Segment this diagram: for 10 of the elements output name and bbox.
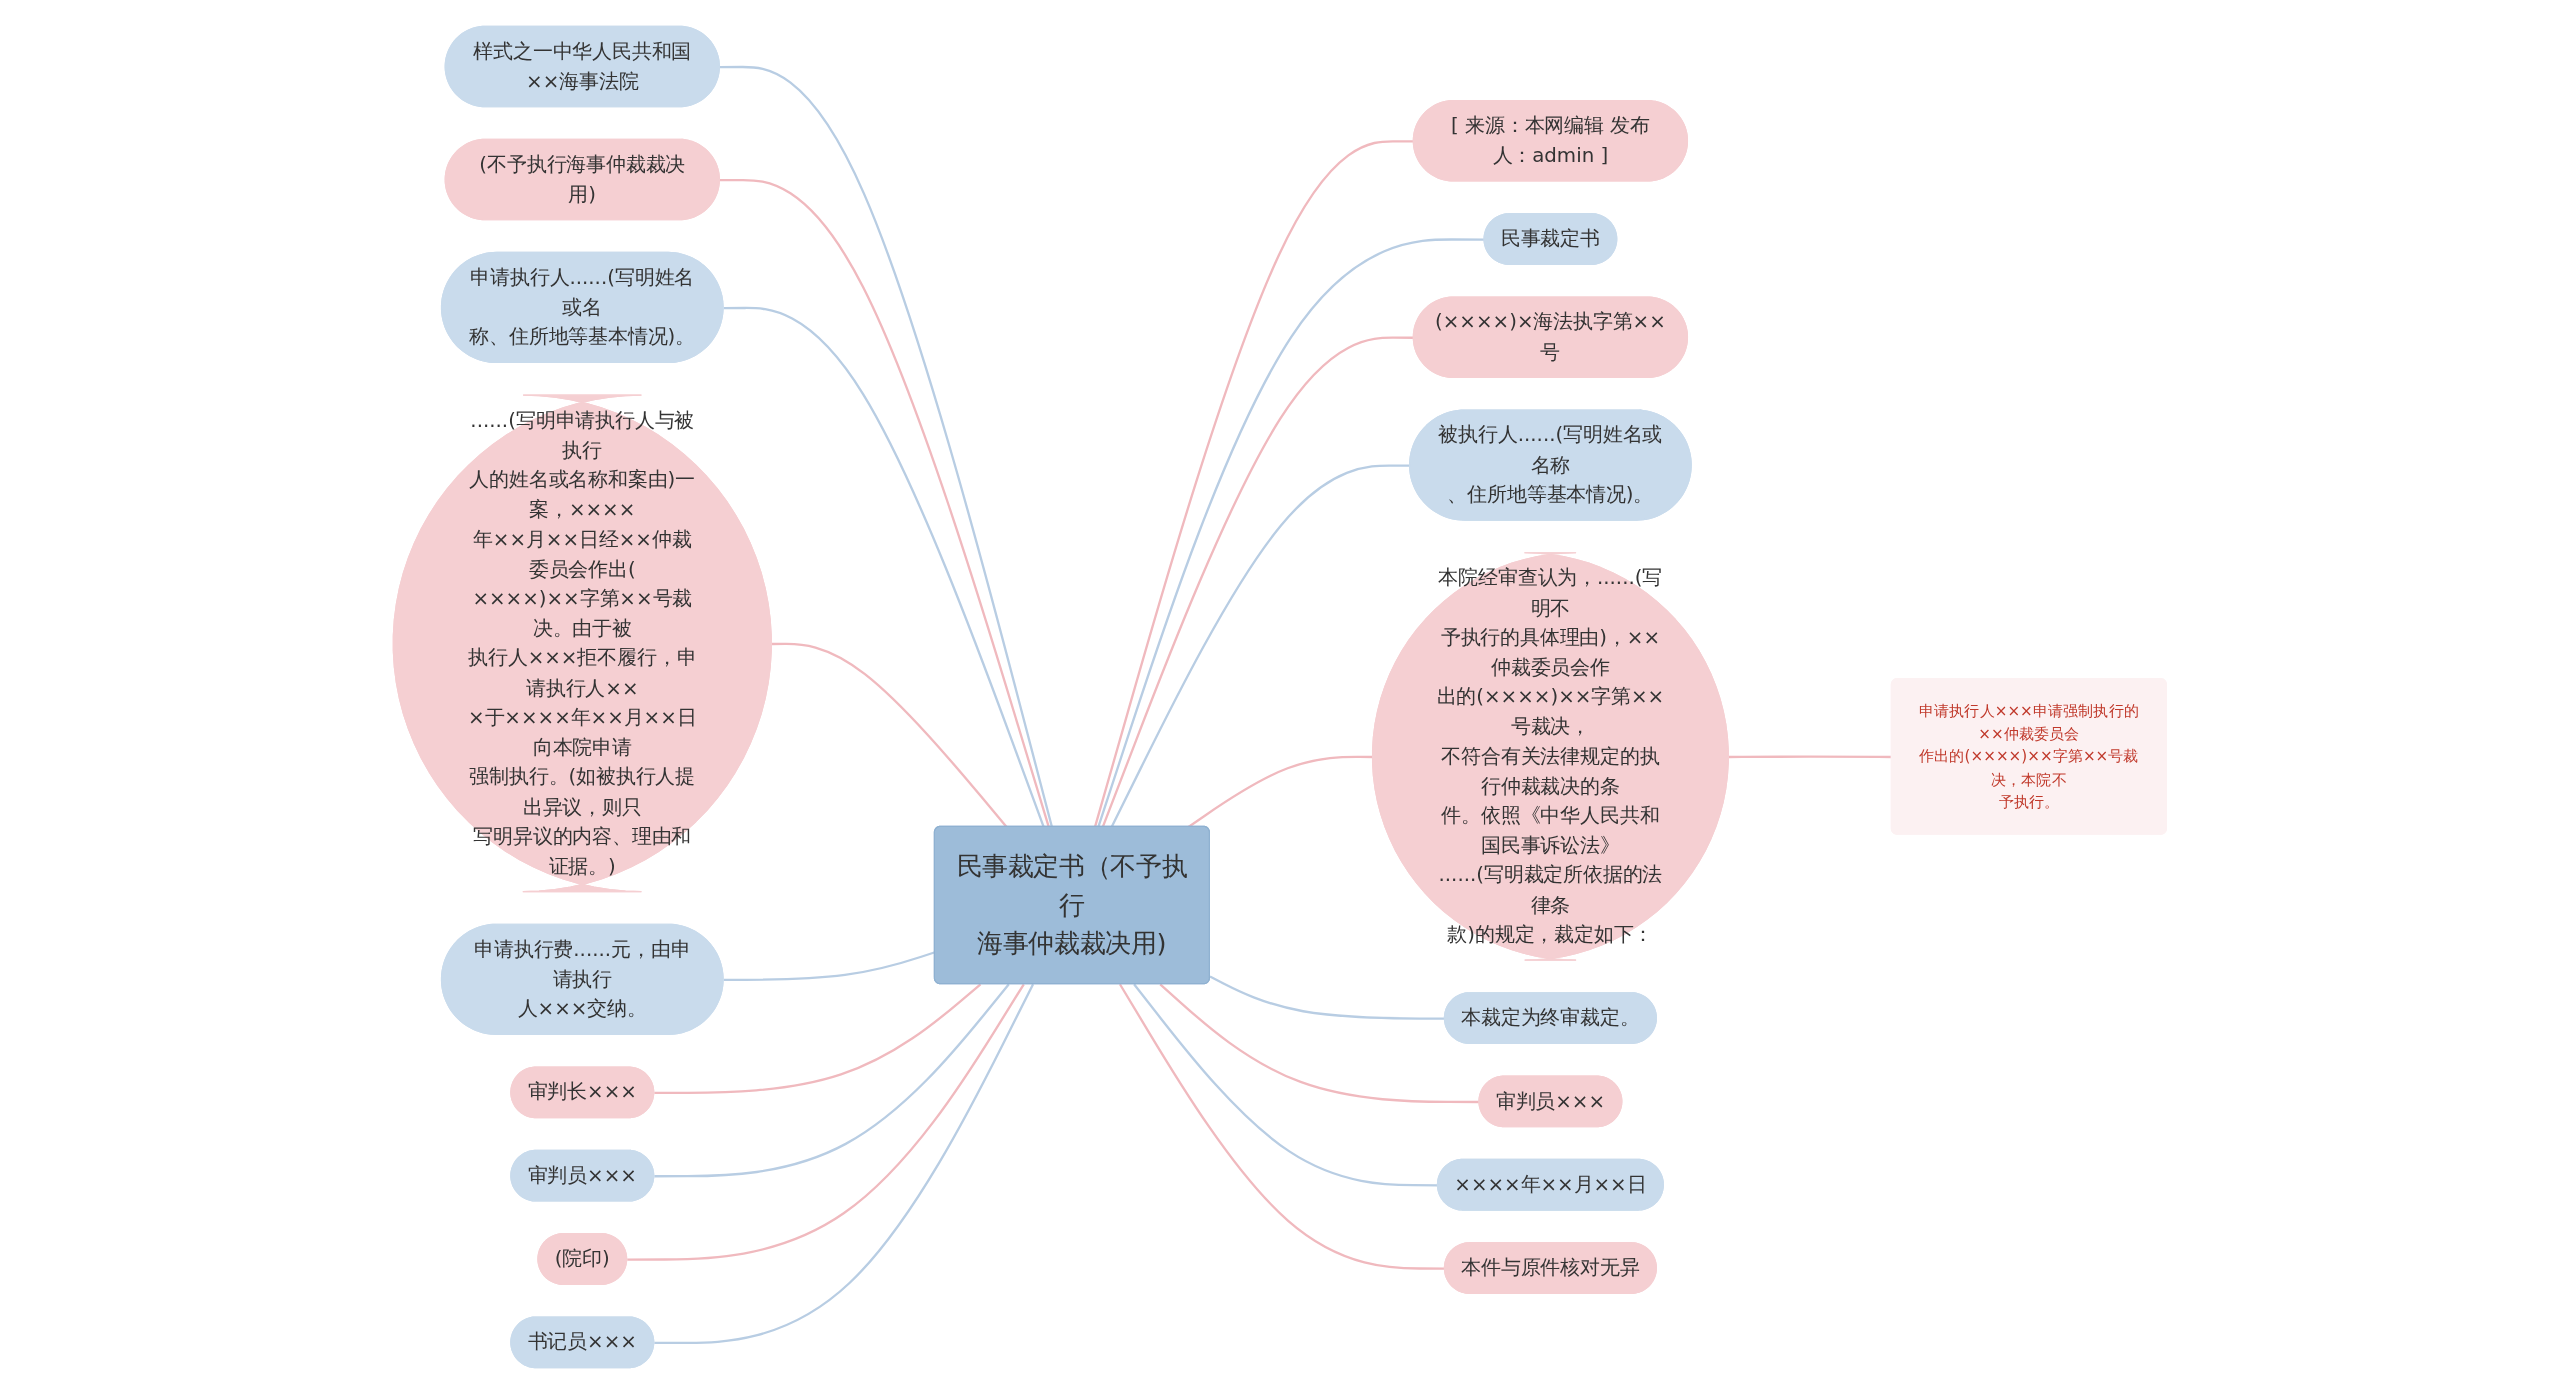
connector — [627, 983, 1025, 1261]
connector — [723, 306, 1045, 828]
connector — [654, 983, 982, 1095]
connector — [654, 983, 1010, 1178]
connector — [771, 642, 1008, 828]
connector — [720, 65, 1054, 828]
connector — [1159, 983, 1480, 1104]
connector — [654, 983, 1035, 1345]
connector — [720, 178, 1050, 828]
connector — [1097, 238, 1485, 828]
